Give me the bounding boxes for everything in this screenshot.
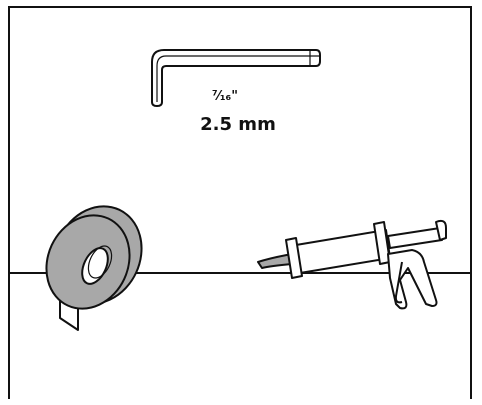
caulking-gun-icon [257,219,447,310]
plumber-tape-icon [45,205,143,331]
hex-key-icon [151,49,321,107]
hex-key-size-metric: 2.5 mm [200,114,276,135]
panel-divider [8,272,472,274]
hex-key-size-fraction: ⁷⁄₁₆" [211,89,239,104]
tools-panel-frame [8,6,472,399]
